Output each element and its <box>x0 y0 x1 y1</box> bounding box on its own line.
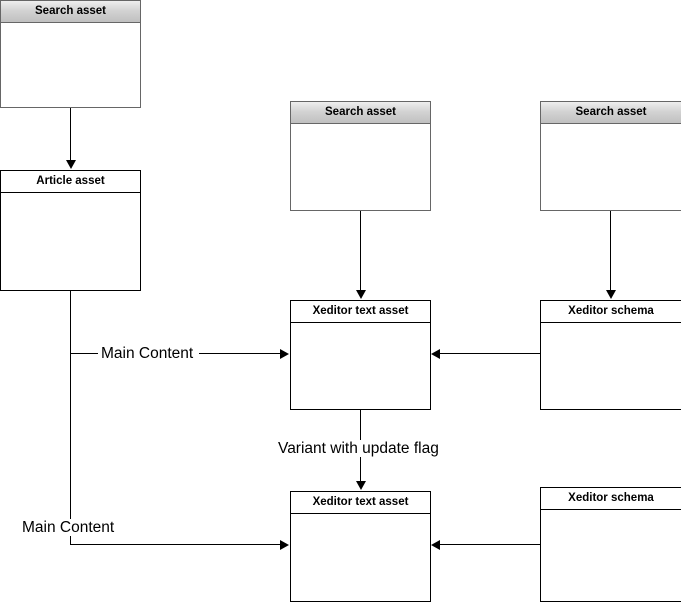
edge-xschema2-to-xtext2-arrowhead <box>431 539 440 550</box>
node-body-xeditor-text-asset-2 <box>291 514 430 601</box>
edge-article-trunk-line <box>70 291 71 544</box>
node-body-search-asset-1 <box>1 23 140 107</box>
edge-label-variant-with-update-flag: Variant with update flag <box>275 440 442 457</box>
edge-main-content-top-arrowhead <box>280 348 289 359</box>
node-search-asset-3[interactable]: Search asset <box>540 101 681 211</box>
edge-xschema1-to-xtext1-line <box>440 353 541 354</box>
node-body-article-asset <box>1 193 140 290</box>
edge-search1-to-article-line <box>70 108 71 161</box>
node-xeditor-schema-1[interactable]: Xeditor schema <box>540 300 681 410</box>
node-article-asset[interactable]: Article asset <box>0 170 141 291</box>
node-title-xeditor-schema-2: Xeditor schema <box>541 488 681 510</box>
edge-main-content-top-line-right <box>199 353 281 354</box>
node-title-search-asset-3: Search asset <box>541 102 681 124</box>
node-xeditor-text-asset-1[interactable]: Xeditor text asset <box>290 300 431 410</box>
edge-label-main-content-top: Main Content <box>98 345 197 362</box>
node-title-search-asset-1: Search asset <box>1 1 140 23</box>
node-title-xeditor-text-asset-2: Xeditor text asset <box>291 492 430 514</box>
edge-main-content-top-line-left <box>71 353 100 354</box>
edge-label-main-content-bottom: Main Content <box>19 519 118 536</box>
edge-search3-to-xschema1-line <box>610 211 611 291</box>
node-body-xeditor-schema-1 <box>541 323 681 409</box>
edge-search3-to-xschema1-arrowhead <box>605 290 616 299</box>
node-xeditor-schema-2[interactable]: Xeditor schema <box>540 487 681 602</box>
node-body-search-asset-3 <box>541 124 681 210</box>
node-title-xeditor-text-asset-1: Xeditor text asset <box>291 301 430 323</box>
edge-search1-to-article-arrowhead <box>65 160 76 169</box>
edge-xschema2-to-xtext2-line <box>440 544 541 545</box>
node-search-asset-1[interactable]: Search asset <box>0 0 141 108</box>
edge-xschema1-to-xtext1-arrowhead <box>431 348 440 359</box>
edge-main-content-bottom-line <box>70 544 281 545</box>
node-title-search-asset-2: Search asset <box>291 102 430 124</box>
node-title-xeditor-schema-1: Xeditor schema <box>541 301 681 323</box>
edge-search2-to-xtext1-arrowhead <box>355 290 366 299</box>
edge-main-content-bottom-arrowhead <box>280 539 289 550</box>
node-body-xeditor-text-asset-1 <box>291 323 430 409</box>
edge-variant-flag-arrowhead <box>355 481 366 490</box>
node-xeditor-text-asset-2[interactable]: Xeditor text asset <box>290 491 431 602</box>
node-search-asset-2[interactable]: Search asset <box>290 101 431 211</box>
node-body-search-asset-2 <box>291 124 430 210</box>
node-body-xeditor-schema-2 <box>541 510 681 601</box>
node-title-article-asset: Article asset <box>1 171 140 193</box>
edge-search2-to-xtext1-line <box>360 211 361 291</box>
